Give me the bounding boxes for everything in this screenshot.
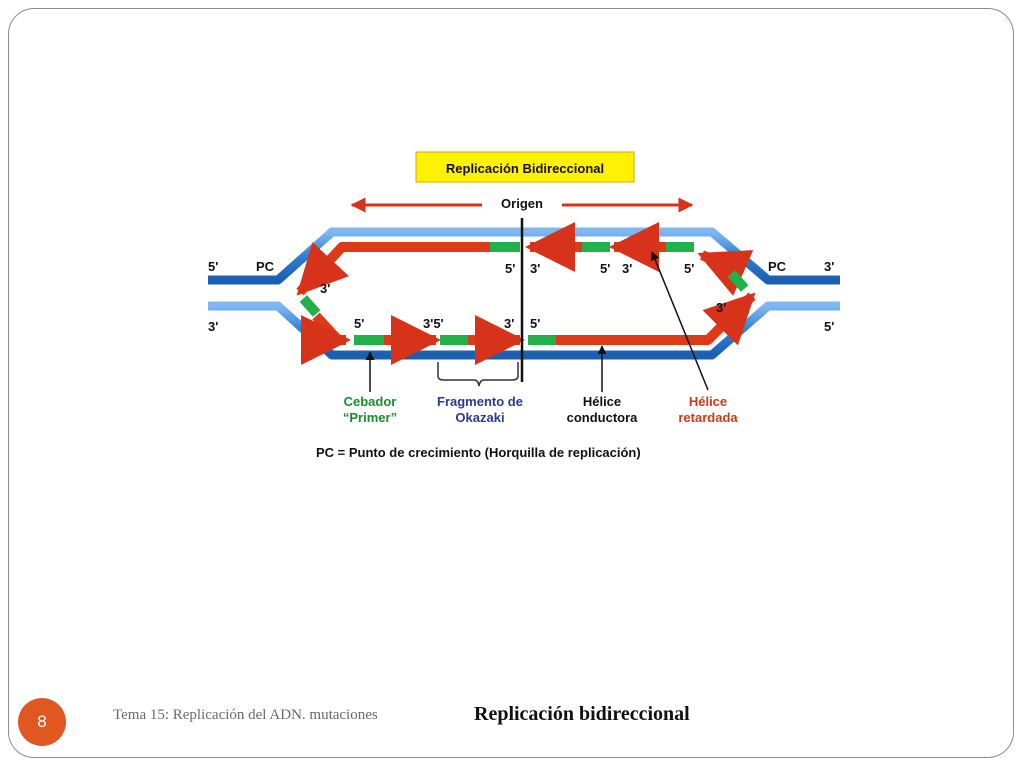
footer-slide-title: Replicación bidireccional [474, 703, 690, 725]
slide-frame [8, 8, 1014, 758]
okazaki-bottom-1 [301, 312, 351, 365]
diagram-title: Replicación Bidireccional [446, 161, 604, 176]
new-strand-bottom-right [556, 292, 756, 346]
legend-lagging-line2: retardada [678, 410, 738, 425]
end-label-bottom-left: 3' [208, 319, 218, 334]
end-label-bottom-right: 5' [824, 319, 834, 334]
primer-top-left [490, 242, 520, 252]
legend-leading-line1: Hélice [583, 394, 621, 409]
legend-okazaki-line2: Okazaki [455, 410, 504, 425]
primer-bottom-1 [354, 335, 384, 345]
parent-strand-top [208, 227, 840, 285]
origin-label: Origen [501, 196, 543, 211]
legend-okazaki-line1: Fragmento de [437, 394, 523, 409]
strand-label: 3'5' [423, 316, 444, 331]
footer-topic: Tema 15: Replicación del ADN. mutaciones [113, 707, 378, 723]
strand-label: 5' [600, 261, 610, 276]
primer-top-2 [666, 242, 694, 252]
legend-lagging-line1: Hélice [689, 394, 727, 409]
legend-primer-line1: Cebador [344, 394, 397, 409]
primer-top-3 [727, 270, 749, 292]
primer-bottom-2 [440, 335, 468, 345]
primer-bottom-right [528, 335, 556, 345]
legend-primer-line2: “Primer” [343, 410, 397, 425]
strand-label: 3' [622, 261, 632, 276]
okazaki-brace [437, 362, 519, 387]
primer-bottom-left [299, 295, 321, 317]
strand-label: 5' [684, 261, 694, 276]
parent-strand-bottom [208, 301, 840, 360]
strand-label: 3' [320, 281, 330, 296]
new-strand-top-left [296, 242, 490, 296]
diagram-caption: PC = Punto de crecimiento (Horquilla de … [316, 445, 641, 460]
strand-label: 3' [504, 316, 514, 331]
primer-top-1 [582, 242, 610, 252]
fork-label-left: PC [256, 259, 275, 274]
end-label-top-left: 5' [208, 259, 218, 274]
lagging-pointer [650, 251, 709, 391]
strand-label: 3' [530, 261, 540, 276]
diagram-title-box [415, 151, 635, 183]
legend-leading-line2: conductora [567, 410, 639, 425]
page-number-badge: 8 [18, 698, 66, 746]
strand-label: 3' [716, 300, 726, 315]
end-label-top-right: 3' [824, 259, 834, 274]
fork-label-right: PC [768, 259, 787, 274]
strand-label: 5' [530, 316, 540, 331]
strand-label: 5' [505, 261, 515, 276]
strand-label: 5' [354, 316, 364, 331]
